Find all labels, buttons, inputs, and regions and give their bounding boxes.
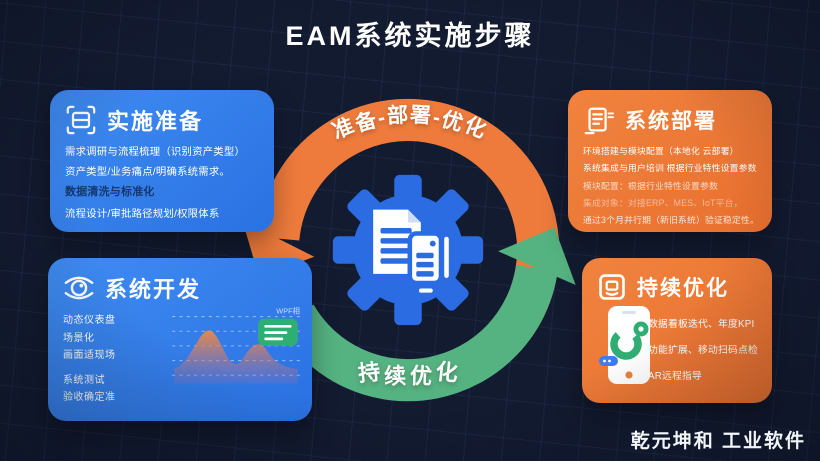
- list-item: 验收确定准: [63, 392, 116, 403]
- card-line: 环境搭建与模块配置（本地化 云部署）: [583, 146, 739, 156]
- deploy-document-icon: [583, 104, 615, 136]
- card-title: 系统部署: [625, 110, 717, 133]
- card-line: 数据看板迭代、年度KPI: [648, 319, 755, 330]
- chart-label: WPF相: [276, 306, 300, 315]
- prep-document-frame-icon: [65, 104, 97, 136]
- card-line: 通过3个月并行期（新旧系统）验证稳定性。: [583, 215, 760, 225]
- home-dot-icon: [625, 371, 633, 379]
- phone-illustration: [598, 306, 656, 393]
- page-title: EAM系统实施步骤: [285, 21, 535, 51]
- card-title: 持续优化: [637, 277, 729, 300]
- area-series: [174, 330, 298, 384]
- brand-watermark: 乾元坤和 工业软件: [630, 431, 806, 452]
- device-icon: [407, 231, 449, 293]
- card-system-development: 系统开发 动态仪表盘 场景化 画面适现场 系统测试 验收确定准: [48, 258, 312, 421]
- card-line: 系统集成与用户培训 根据行业特性设置参数: [583, 163, 757, 174]
- cycle-ring: [242, 98, 576, 402]
- list-item: 画面适现场: [63, 350, 116, 361]
- card-line: 资产类型/业务痛点/明确系统需求。: [65, 167, 231, 179]
- ring-top-label: 准备-部署-优化: [329, 103, 491, 144]
- eye-monitor-icon: [63, 272, 95, 304]
- card-title: 系统开发: [105, 277, 202, 302]
- green-arrowhead-icon: [498, 227, 576, 286]
- mini-area-chart: WPF相: [170, 304, 302, 397]
- card-line: 集成对象：对接ERP、MES、IoT平台，: [583, 197, 743, 208]
- card-line: 功能扩展、移动扫码点检: [648, 345, 758, 357]
- card-line-highlight: 数据清洗与标准化: [65, 186, 155, 199]
- list-item: 动态仪表盘: [63, 315, 116, 326]
- list-item: 场景化: [63, 332, 95, 344]
- card-line: 模块配置：根据行业特性设置参数: [583, 180, 718, 191]
- list-item: 系统测试: [63, 374, 105, 386]
- card-line: 需求调研与流程梳理（识别资产类型）: [65, 147, 246, 158]
- dev-task-list: 动态仪表盘 场景化 画面适现场 系统测试 验收确定准: [63, 312, 116, 407]
- card-line: AR远程指导: [648, 371, 702, 383]
- card-continuous-optimization: 持续优化 数据看板迭代、年度KPI 功能扩展、移动扫码点检 AR远程指导: [582, 258, 772, 403]
- green-arc: [277, 264, 558, 402]
- card-title: 实施准备: [107, 109, 204, 134]
- optimize-frame-icon: [597, 272, 627, 302]
- card-line: 流程设计/审批路径规划/权限体系: [65, 209, 220, 221]
- card-system-deployment: 系统部署 环境搭建与模块配置（本地化 云部署） 系统集成与用户培训 根据行业特性…: [568, 90, 772, 232]
- gear-icon: [332, 174, 484, 326]
- card-implementation-prep: 实施准备 需求调研与流程梳理（识别资产类型） 资产类型/业务痛点/明确系统需求。…: [50, 90, 274, 232]
